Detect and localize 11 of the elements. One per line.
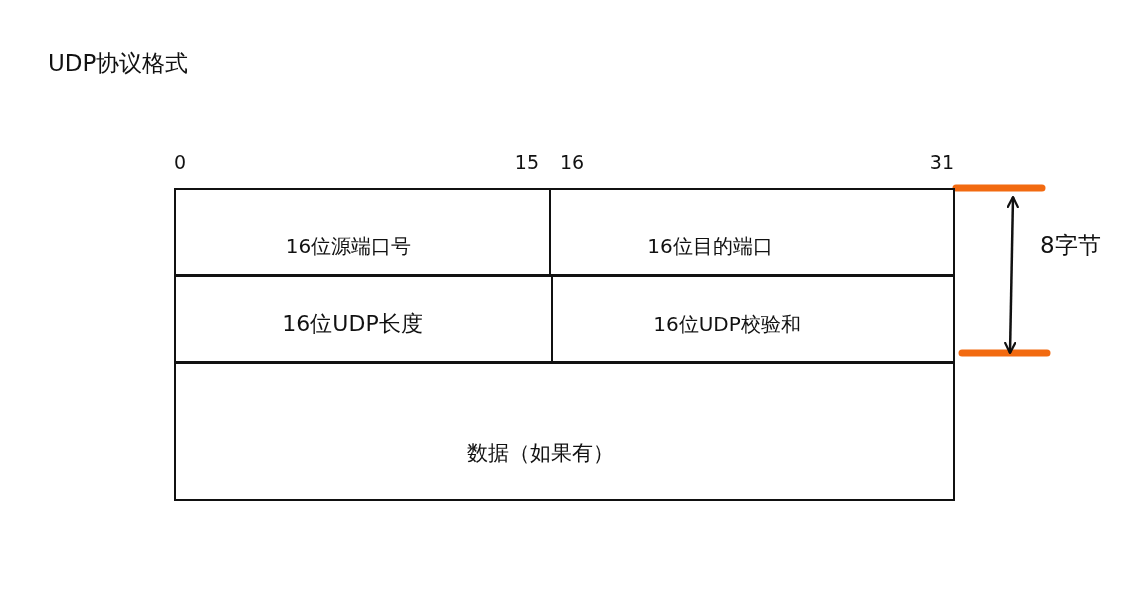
header-field-box: 16位源端口号 [174,188,551,276]
header-field-box: 16位UDP校验和 [551,275,955,363]
header-field-box: 16位目的端口 [549,188,955,276]
header-field-box: 数据（如果有） [174,362,955,501]
bit-number: 16 [560,152,585,172]
bit-number: 0 [174,152,187,172]
dimension-label: 8字节 [1040,233,1101,257]
diagram-title: UDP协议格式 [48,52,189,75]
header-field-box: 16位UDP长度 [174,275,553,363]
bit-number: 15 [514,152,539,172]
bit-number: 31 [929,152,954,172]
